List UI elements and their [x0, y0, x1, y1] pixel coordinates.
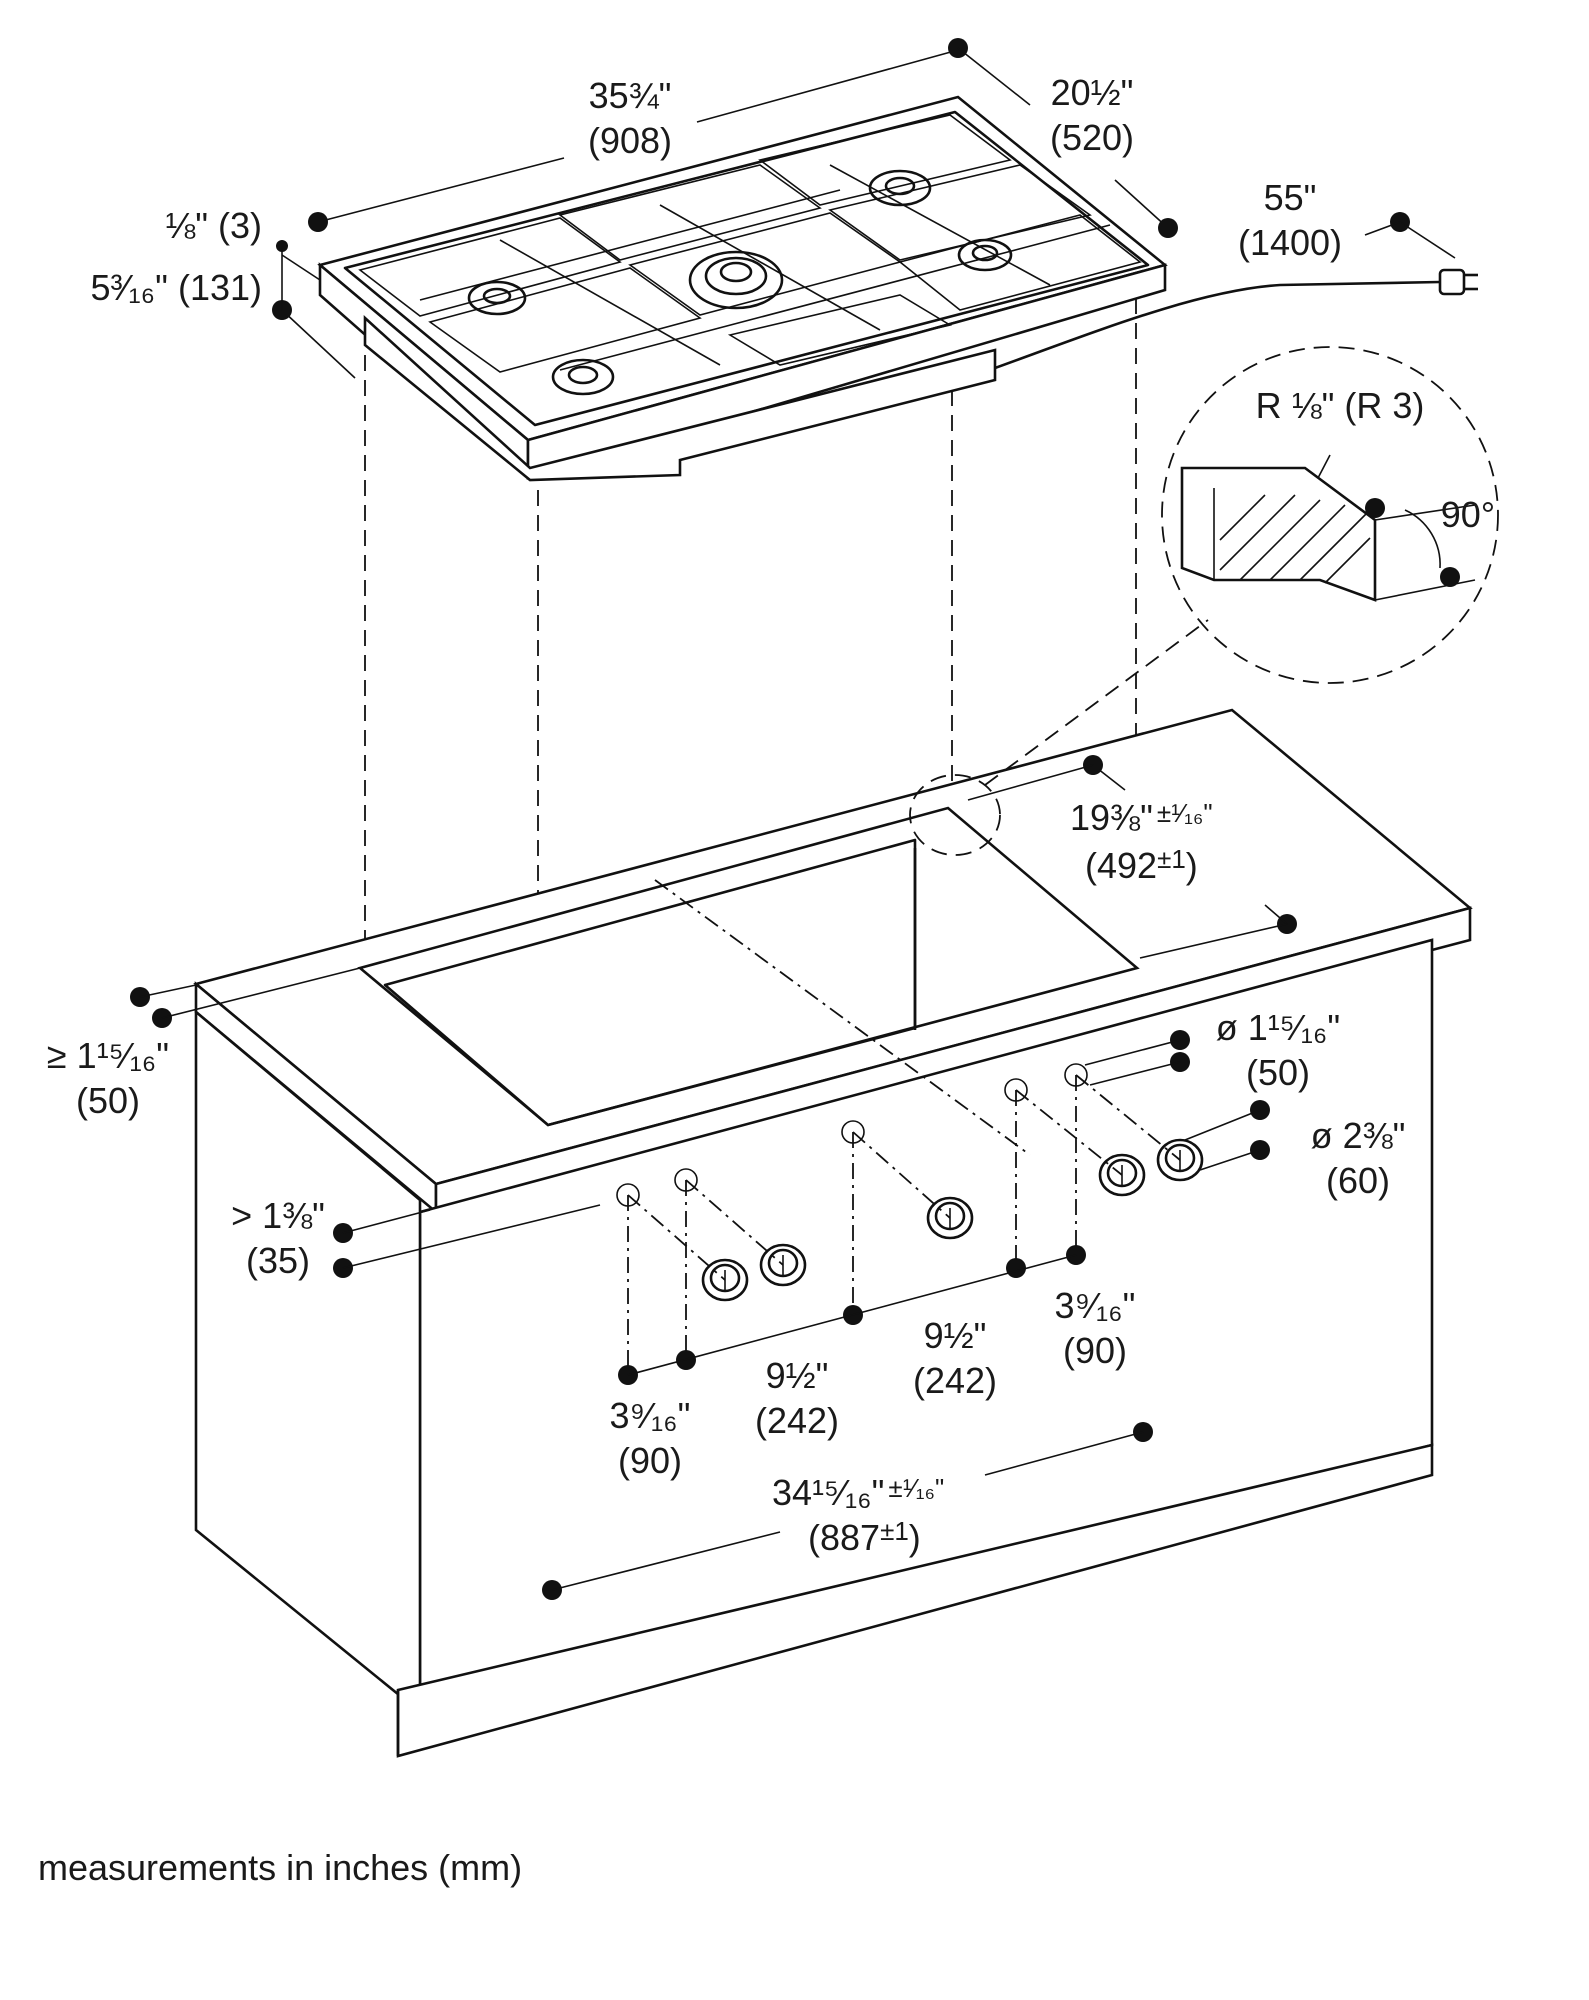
cooktop-dimension-lines	[272, 38, 1456, 379]
cutout-depth-mm-label: (492±1)	[1085, 844, 1198, 886]
knob-hole-markers	[333, 1030, 1270, 1385]
power-cord	[994, 268, 1478, 370]
depth-in-label: 20½"	[1051, 72, 1134, 113]
knob-dia-mm-label: (60)	[1326, 1160, 1390, 1201]
knob-gap-right-in-label: 9½"	[924, 1315, 987, 1356]
width-mm-label: (908)	[588, 120, 672, 161]
knob-gap-left-in-label: 9½"	[766, 1355, 829, 1396]
knob-gap-left-mm-label: (242)	[755, 1400, 839, 1441]
knob-setback-mm-label: (35)	[246, 1240, 310, 1281]
knob-gap-right-mm-label: (242)	[913, 1360, 997, 1401]
knob-dia-in-label: ø 2⅜"	[1311, 1115, 1406, 1156]
burners	[467, 169, 1013, 396]
knob-hole-dia-mm-label: (50)	[1246, 1052, 1310, 1093]
trim-thickness-label: ⅛" (3)	[165, 205, 262, 246]
knob-pair-left-mm-label: (90)	[618, 1440, 682, 1481]
depth-mm-label: (520)	[1050, 117, 1134, 158]
edge-radius-label: R ⅛" (R 3)	[1256, 385, 1425, 426]
front-clearance-in-label: ≥ 1¹⁵⁄₁₆"	[47, 1035, 169, 1076]
grates	[358, 114, 1142, 373]
cabinet	[193, 708, 1473, 1758]
dimension-labels: 35¾" (908) 20½" (520) 55" (1400) ⅛" (3) …	[47, 72, 1495, 1558]
cord-mm-label: (1400)	[1238, 222, 1342, 263]
caption: measurements in inches (mm)	[38, 1847, 522, 1888]
cord-in-label: 55"	[1264, 177, 1317, 218]
edge-angle-label: 90°	[1441, 494, 1495, 535]
cutout-width-in-label: 34¹⁵⁄₁₆"±¹⁄₁₆"	[772, 1472, 944, 1513]
cutout-dimension-lines	[130, 755, 1297, 1600]
cutout-width-mm-label: (887±1)	[808, 1516, 921, 1558]
knob-pair-right-mm-label: (90)	[1063, 1330, 1127, 1371]
knob-pair-left-in-label: 3⁹⁄₁₆"	[610, 1395, 691, 1436]
knob-pair-right-in-label: 3⁹⁄₁₆"	[1055, 1285, 1136, 1326]
front-clearance-mm-label: (50)	[76, 1080, 140, 1121]
knob-hole-dia-in-label: ø 1¹⁵⁄₁₆"	[1216, 1007, 1340, 1048]
cutout-depth-in-label: 19⅜"±¹⁄₁₆"	[1070, 797, 1213, 838]
height-label: 5³⁄₁₆" (131)	[90, 267, 262, 308]
edge-detail	[909, 346, 1499, 856]
cooktop	[317, 95, 1478, 482]
hatching	[1219, 494, 1371, 584]
width-in-label: 35¾"	[589, 75, 672, 116]
knob-setback-in-label: > 1⅜"	[231, 1195, 325, 1236]
